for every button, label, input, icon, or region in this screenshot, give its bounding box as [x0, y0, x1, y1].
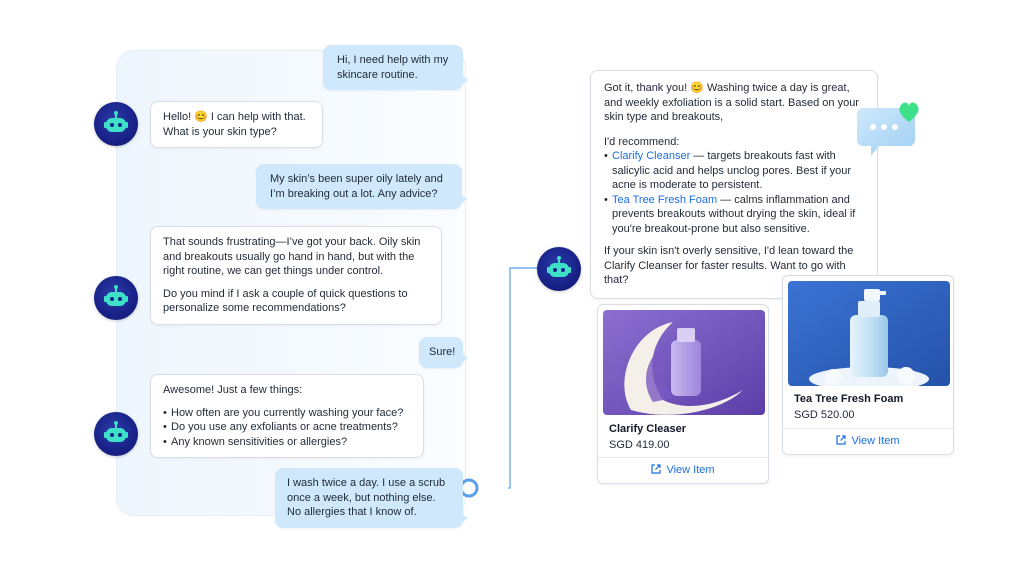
- bot-message: Awesome! Just a few things: How often ar…: [150, 374, 424, 459]
- list-item: How often are you currently washing your…: [163, 406, 411, 421]
- product-title: Clarify Cleaser: [609, 423, 687, 435]
- question-list: How often are you currently washing your…: [163, 406, 411, 450]
- user-message: My skin’s been super oily lately and I’m…: [256, 164, 467, 210]
- chat-bubble-heart-icon: [857, 102, 919, 156]
- robot-icon: [104, 285, 128, 306]
- message-text: Hi, I need help with my skincare routine…: [337, 54, 449, 81]
- recommendation-desc: — targets breakouts fast with salicylic …: [612, 150, 852, 192]
- view-item-label: View Item: [666, 464, 715, 476]
- product-title: Tea Tree Fresh Foam: [794, 393, 904, 405]
- message-text: Sure!: [429, 346, 456, 358]
- bot-message: That sounds frustrating—I’ve got your ba…: [150, 226, 442, 325]
- external-link-icon: [836, 435, 847, 445]
- product-image: [788, 281, 950, 386]
- product-link-clarify-cleanser[interactable]: Clarify Cleanser: [612, 150, 691, 163]
- message-text: My skin’s been super oily lately and I’m…: [270, 173, 443, 200]
- view-item-button[interactable]: View Item: [598, 464, 768, 476]
- bot-avatar: [94, 102, 138, 146]
- view-item-label: View Item: [851, 435, 900, 447]
- user-message: I wash twice a day. I use a scrub once a…: [275, 468, 468, 528]
- list-item: Any known sensitivities or allergies?: [163, 435, 411, 450]
- product-card[interactable]: Tea Tree Fresh Foam SGD 520.00 View Item: [782, 275, 954, 455]
- reply-closing: If your skin isn't overly sensitive, I'd…: [604, 245, 854, 287]
- view-item-button[interactable]: View Item: [783, 435, 953, 447]
- product-link-tea-tree-fresh-foam[interactable]: Tea Tree Fresh Foam: [612, 193, 718, 206]
- bot-reply: Got it, thank you! 😊 Washing twice a day…: [590, 70, 878, 299]
- list-item: Do you use any exfoliants or acne treatm…: [163, 420, 411, 435]
- recommendation-list: Clarify Cleanser — targets breakouts fas…: [604, 149, 864, 236]
- reply-intro: Got it, thank you! 😊 Washing twice a day…: [604, 82, 859, 124]
- bot-message: Hello! 😊 I can help with that. What is y…: [150, 101, 323, 149]
- product-card[interactable]: Clarify Cleaser SGD 419.00 View Item: [597, 304, 769, 484]
- card-divider: [783, 428, 953, 429]
- product-price: SGD 520.00: [794, 409, 855, 421]
- external-link-icon: [651, 464, 662, 474]
- robot-icon: [547, 256, 571, 277]
- message-text: Awesome! Just a few things:: [163, 384, 303, 396]
- reply-recommend-lead: I'd recommend:: [604, 135, 680, 148]
- message-text: Do you mind if I ask a couple of quick q…: [163, 287, 408, 315]
- connector-line: [460, 267, 538, 498]
- user-message: Hi, I need help with my skincare routine…: [323, 45, 468, 91]
- product-image: [603, 310, 765, 415]
- robot-icon: [104, 111, 128, 132]
- robot-icon: [104, 421, 128, 442]
- recommendation-item: Clarify Cleanser — targets breakouts fas…: [604, 149, 864, 193]
- message-text: I wash twice a day. I use a scrub once a…: [287, 477, 446, 519]
- bot-avatar: [537, 247, 581, 291]
- product-price: SGD 419.00: [609, 439, 670, 451]
- message-text: Hello! 😊 I can help with that. What is y…: [163, 111, 306, 138]
- card-divider: [598, 457, 768, 458]
- bot-avatar: [94, 412, 138, 456]
- recommendation-item: Tea Tree Fresh Foam — calms inflammation…: [604, 193, 864, 237]
- recommendation-desc: — calms inflammation and prevents breako…: [612, 193, 856, 235]
- message-text: That sounds frustrating—I’ve got your ba…: [163, 236, 421, 278]
- user-message: Sure!: [419, 337, 468, 368]
- bot-avatar: [94, 276, 138, 320]
